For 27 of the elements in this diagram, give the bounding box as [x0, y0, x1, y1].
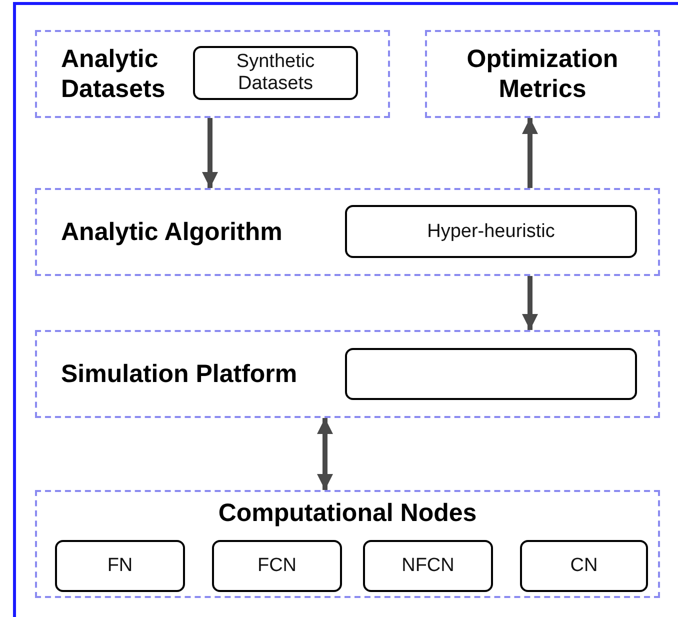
process-box	[345, 205, 637, 258]
box-label: FCN	[256, 555, 298, 577]
group-heading: Computational Nodes	[218, 498, 477, 528]
dashed-group	[425, 30, 660, 118]
box-label: Hyper-heuristic	[426, 220, 556, 242]
dashed-group	[35, 30, 390, 118]
dashed-group	[35, 188, 660, 276]
process-box	[55, 540, 185, 592]
arrow	[522, 118, 538, 188]
process-box	[520, 540, 648, 592]
arrow	[317, 418, 333, 490]
group-heading: Optimization Metrics	[466, 44, 620, 104]
dashed-group	[35, 330, 660, 418]
box-label: Synthetic Datasets	[235, 51, 316, 95]
arrow	[202, 118, 218, 188]
group-heading: Analytic Datasets	[61, 44, 166, 104]
process-box	[212, 540, 342, 592]
box-label: CN	[569, 555, 599, 577]
process-box	[363, 540, 493, 592]
group-heading: Analytic Algorithm	[61, 217, 282, 247]
process-box	[345, 348, 637, 400]
box-label: NFCN	[400, 555, 456, 577]
group-heading: Simulation Platform	[61, 359, 298, 389]
dashed-group	[35, 490, 660, 598]
process-box	[193, 46, 358, 100]
box-label: FN	[106, 555, 134, 577]
arrow	[522, 276, 538, 330]
